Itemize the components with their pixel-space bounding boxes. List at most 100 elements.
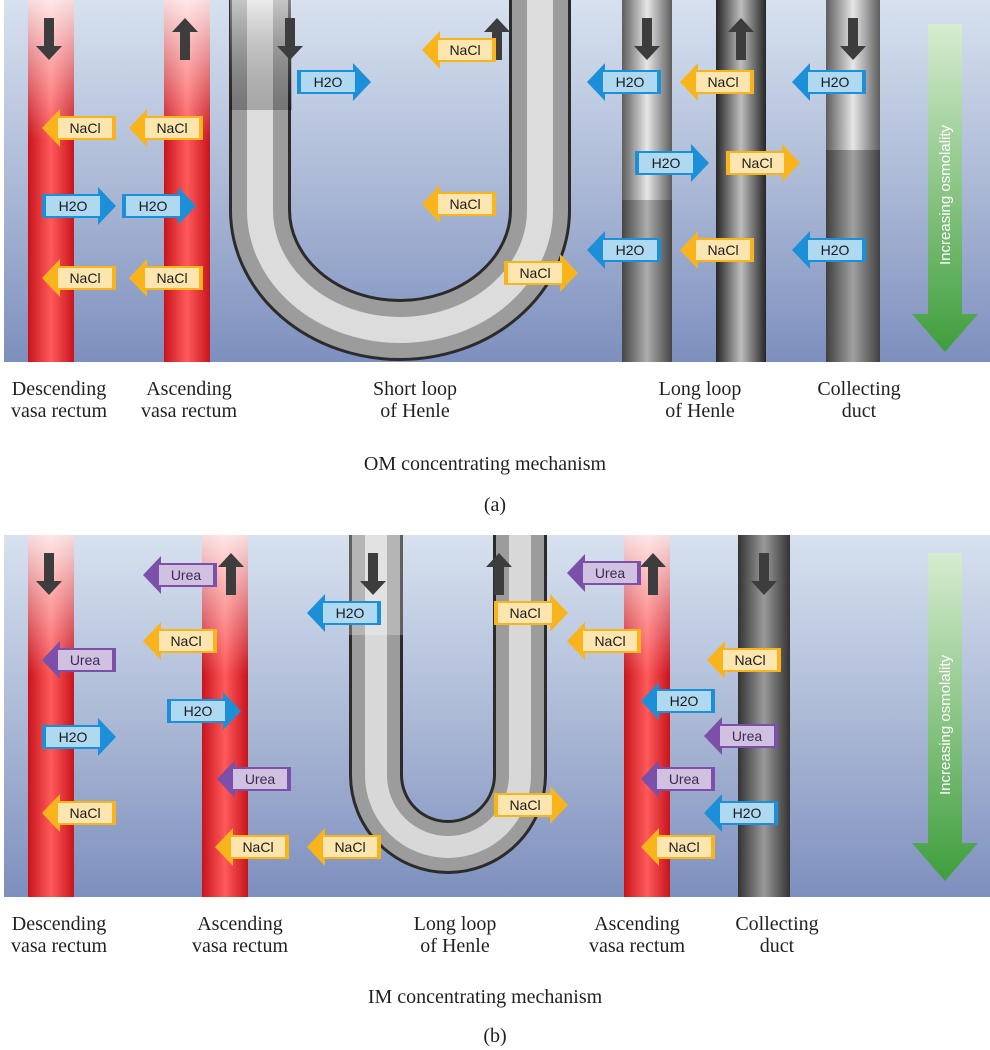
arrow-label: NaCl [69, 805, 100, 821]
arrow-label-box [603, 72, 657, 92]
arrow-label-box [126, 196, 180, 216]
arrow-label-box [696, 240, 750, 260]
nacl-transport-arrow: NaCl [641, 828, 715, 866]
long-loop-ascending-limb [716, 0, 766, 362]
urea-transport-arrow: Urea [217, 760, 291, 798]
arrow-label-box [723, 650, 777, 670]
panel-b-caption: IM concentrating mechanism [367, 986, 603, 1008]
svg-text:Increasing osmolality: Increasing osmolality [937, 124, 954, 265]
arrow-label-box [159, 631, 213, 651]
h2o-transport-arrow: H2O [122, 187, 196, 225]
arrow-label-box [46, 196, 100, 216]
flow-up-arrow [172, 18, 198, 60]
flow-down-arrow [751, 553, 777, 595]
h2o-transport-arrow: H2O [42, 187, 116, 225]
h2o-transport-arrow: H2O [587, 63, 661, 101]
arrow-label: H2O [821, 74, 850, 90]
arrow-label-box [145, 118, 199, 138]
arrow-label: H2O [670, 693, 699, 709]
panel-b-svg: Increasing osmolality UreaH2ONaClUreaNaC… [4, 535, 990, 897]
arrow-label-box [498, 603, 552, 623]
urea-transport-arrow: Urea [704, 717, 778, 755]
panel-a-caption: OM concentrating mechanism [363, 453, 607, 475]
arrow-label-box [301, 72, 355, 92]
arrow-label-box [58, 268, 112, 288]
arrow-label-box [58, 118, 112, 138]
panel-a-sublabel: (a) [483, 494, 507, 516]
flow-down-arrow [840, 18, 866, 60]
h2o-transport-arrow: H2O [792, 231, 866, 269]
arrow-label: NaCl [242, 839, 273, 855]
arrow-label-box [720, 803, 774, 823]
arrow-label-box [720, 726, 774, 746]
svg-text:Increasing osmolality: Increasing osmolality [937, 654, 954, 795]
nacl-transport-arrow: NaCl [42, 259, 116, 297]
nacl-transport-arrow: NaCl [707, 641, 781, 679]
arrow-label-box [808, 72, 862, 92]
arrow-label: NaCl [707, 242, 738, 258]
arrow-label: Urea [245, 771, 276, 787]
arrow-label: NaCl [156, 120, 187, 136]
arrow-label-box [438, 194, 492, 214]
arrow-label-box [508, 263, 562, 283]
arrow-label: H2O [336, 605, 365, 621]
arrow-label-box [603, 240, 657, 260]
nacl-transport-arrow: NaCl [494, 594, 568, 632]
arrow-label-box [145, 268, 199, 288]
arrow-label: NaCl [170, 633, 201, 649]
arrow-label: NaCl [69, 120, 100, 136]
arrow-label: Urea [70, 652, 101, 668]
nacl-transport-arrow: NaCl [422, 31, 496, 69]
arrow-label-box [730, 153, 784, 173]
arrow-label-box [498, 795, 552, 815]
flow-up-arrow [640, 553, 666, 595]
arrow-label-box [323, 837, 377, 857]
arrow-label: NaCl [734, 652, 765, 668]
arrow-label: H2O [59, 729, 88, 745]
arrow-label: Urea [669, 771, 700, 787]
increasing-osmolality-arrow: Increasing osmolality [912, 553, 978, 881]
h2o-transport-arrow: H2O [307, 594, 381, 632]
collecting-duct [738, 535, 790, 897]
short-loop-of-henle [229, 0, 571, 361]
arrow-label-box [159, 565, 213, 585]
nacl-transport-arrow: NaCl [143, 622, 217, 660]
h2o-transport-arrow: H2O [167, 692, 241, 730]
arrow-label-box [808, 240, 862, 260]
arrow-label-box [171, 701, 225, 721]
increasing-osmolality-arrow: Increasing osmolality [912, 24, 978, 352]
arrow-label: NaCl [668, 839, 699, 855]
flow-down-arrow [634, 18, 660, 60]
arrow-label: NaCl [741, 155, 772, 171]
h2o-transport-arrow: H2O [42, 718, 116, 756]
nacl-transport-arrow: NaCl [307, 828, 381, 866]
arrow-label-box [323, 603, 377, 623]
arrow-label-box [58, 803, 112, 823]
nacl-transport-arrow: NaCl [680, 63, 754, 101]
flow-down-arrow [360, 553, 386, 595]
nacl-transport-arrow: NaCl [129, 259, 203, 297]
arrow-label-box [438, 40, 492, 60]
flow-up-arrow [486, 553, 512, 595]
arrow-label: H2O [184, 703, 213, 719]
arrow-label-box [657, 691, 711, 711]
arrow-label-box [58, 650, 112, 670]
nacl-transport-arrow: NaCl [42, 109, 116, 147]
arrow-label: H2O [616, 242, 645, 258]
arrow-label: Urea [171, 567, 202, 583]
arrow-label: NaCl [449, 196, 480, 212]
arrow-label-box [583, 631, 637, 651]
nacl-transport-arrow: NaCl [422, 185, 496, 223]
arrow-label: H2O [314, 74, 343, 90]
urea-transport-arrow: Urea [641, 760, 715, 798]
